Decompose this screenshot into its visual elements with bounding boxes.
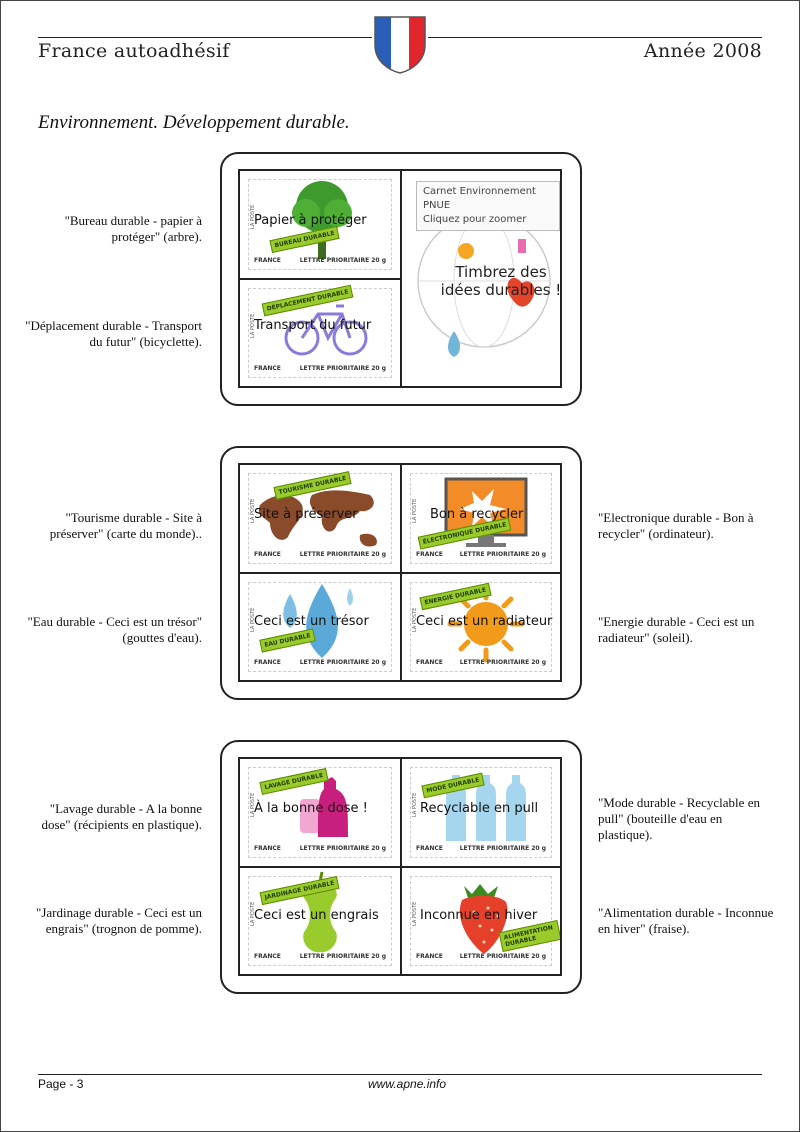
stamp-service: LETTRE PRIORITAIRE 20 g [299, 953, 386, 960]
stamp-country: FRANCE [416, 659, 443, 666]
stamp-headline: Papier à protéger [254, 213, 367, 228]
stamp-country: FRANCE [254, 953, 281, 960]
stamp-service: LETTRE PRIORITAIRE 20 g [459, 551, 546, 558]
stamp-service: LETTRE PRIORITAIRE 20 g [299, 659, 386, 666]
world-map-icon [258, 490, 377, 547]
caption-alimentation: "Alimentation durable - Inconnue en hive… [598, 905, 774, 936]
stamp-alimentation[interactable]: Inconnue en hiver ALIMENTATION DURABLE L… [402, 868, 560, 974]
caption-eau: "Eau durable - Ceci est un trésor" (gout… [27, 614, 203, 645]
tree-icon [292, 181, 352, 259]
footer-rule [38, 1074, 762, 1075]
globe-icon [417, 214, 551, 357]
plastic-containers-icon [300, 777, 348, 837]
stamp-electronique[interactable]: Bon à recycler ÉLECTRONIQUE DURABLE LA P… [402, 465, 560, 572]
page-title: Environnement. Développement durable. [38, 112, 350, 133]
stamp-headline: Ceci est un engrais [254, 908, 379, 923]
stamp-headline: Inconnue en hiver [420, 908, 538, 923]
panel-2-grid: Site à préserver TOURISME DURABLE LA POS… [238, 463, 562, 682]
carnet-note: Carnet Environnement PNUE Cliquez pour z… [416, 181, 560, 231]
header-rule-right [428, 37, 762, 38]
header-rule-left [38, 37, 372, 38]
stamp-jardinage[interactable]: Ceci est un engrais JARDINAGE DURABLE LA… [240, 868, 400, 974]
french-flag-shield-icon [374, 16, 426, 74]
carnet-zoom-link[interactable]: Carnet Environnement PNUE Cliquez pour z… [402, 171, 560, 386]
stamp-poste: LA POSTE [412, 901, 418, 926]
caption-mode: "Mode durable - Recyclable en pull" (bou… [598, 795, 760, 842]
stamp-service: LETTRE PRIORITAIRE 20 g [459, 845, 546, 852]
stamp-poste: LA POSTE [412, 498, 418, 523]
panel-1-grid: Papier à protéger BUREAU DURABLE LA POST… [238, 169, 562, 388]
stamp-mode[interactable]: Recyclable en pull MODE DURABLE LA POSTE… [402, 759, 560, 866]
caption-bureau: "Bureau durable - papier à protéger" (ar… [64, 213, 202, 244]
stamp-country: FRANCE [254, 659, 281, 666]
stamp-headline: Transport du futur [254, 318, 372, 333]
carnet-headline: Timbrez des idées durables ! [440, 263, 560, 299]
caption-tourisme: "Tourisme durable - Site à préserver" (c… [49, 510, 202, 541]
stamp-country: FRANCE [254, 551, 281, 558]
stamp-headline: Site à préserver [254, 507, 358, 522]
stamp-country: FRANCE [416, 551, 443, 558]
stamp-service: LETTRE PRIORITAIRE 20 g [299, 365, 386, 372]
caption-jardinage: "Jardinage durable - Ceci est un engrais… [36, 905, 202, 936]
carnet-note-line1: Carnet Environnement PNUE [423, 186, 536, 211]
stamp-poste: LA POSTE [412, 792, 418, 817]
stamp-headline: À la bonne dose ! [254, 801, 368, 816]
header-left-title: France autoadhésif [38, 40, 230, 62]
stamp-service: LETTRE PRIORITAIRE 20 g [299, 551, 386, 558]
stamp-headline: Recyclable en pull [420, 801, 539, 816]
caption-energie: "Energie durable - Ceci est un radiateur… [598, 614, 755, 645]
water-bottles-icon [446, 775, 526, 841]
strawberry-icon [459, 884, 508, 954]
bicycle-icon [284, 304, 368, 356]
stamp-headline: Ceci est un radiateur [416, 614, 553, 629]
stamp-energie[interactable]: Ceci est un radiateur ÉNERGIE DURABLE LA… [402, 574, 560, 680]
stamp-country: FRANCE [254, 845, 281, 852]
caption-deplacement: "Déplacement durable - Transport du futu… [25, 318, 202, 349]
footer-page-number: Page - 3 [38, 1077, 84, 1091]
stamp-country: FRANCE [416, 953, 443, 960]
stamp-service: LETTRE PRIORITAIRE 20 g [459, 659, 546, 666]
stamp-headline: Ceci est un trésor [254, 614, 369, 629]
stamp-service: LETTRE PRIORITAIRE 20 g [459, 953, 546, 960]
stamp-country: FRANCE [416, 845, 443, 852]
header-right-year: Année 2008 [643, 40, 762, 62]
stamp-service: LETTRE PRIORITAIRE 20 g [299, 845, 386, 852]
stamp-eau[interactable]: Ceci est un trésor EAU DURABLE LA POSTE … [240, 574, 400, 680]
stamp-service: LETTRE PRIORITAIRE 20 g [299, 257, 386, 264]
caption-electronique: "Electronique durable - Bon à recycler" … [598, 510, 754, 541]
stamp-tourisme[interactable]: Site à préserver TOURISME DURABLE LA POS… [240, 465, 400, 572]
stamp-bureau[interactable]: Papier à protéger BUREAU DURABLE LA POST… [240, 171, 400, 278]
stamp-lavage[interactable]: À la bonne dose ! LAVAGE DURABLE LA POST… [240, 759, 400, 866]
caption-lavage: "Lavage durable - A la bonne dose" (réci… [41, 801, 202, 832]
carnet-note-line2: Cliquez pour zoomer [423, 214, 527, 225]
panel-3-grid: À la bonne dose ! LAVAGE DURABLE LA POST… [238, 757, 562, 976]
stamp-country: FRANCE [254, 257, 281, 264]
stamp-country: FRANCE [254, 365, 281, 372]
footer-url-link[interactable]: www.apne.info [368, 1077, 447, 1091]
stamp-deplacement[interactable]: Transport du futur DÉPLACEMENT DURABLE L… [240, 280, 400, 386]
